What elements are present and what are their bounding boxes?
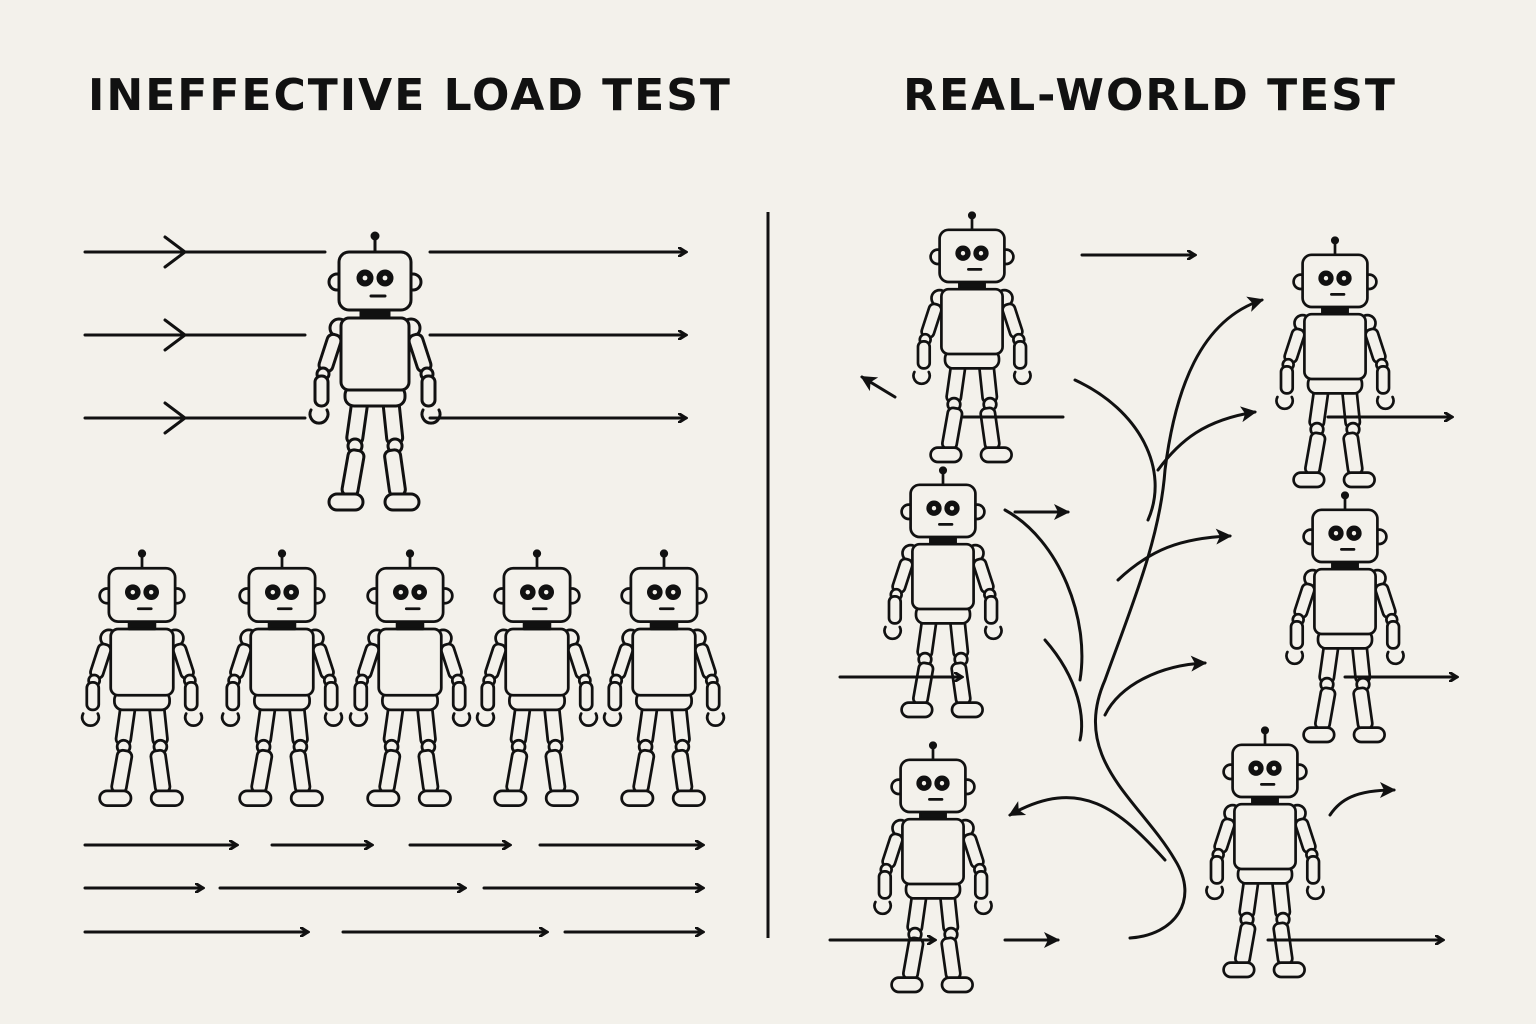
- branch-path: [1008, 796, 1167, 862]
- arrowhead-top-left-3: [163, 401, 188, 435]
- robot-icon: [308, 231, 442, 512]
- left-bottom-arrows: [83, 845, 703, 932]
- branch-path: [1003, 508, 1084, 682]
- arrowhead-top-left-2: [163, 318, 188, 352]
- robot-icon: [883, 466, 1003, 719]
- branch-path: [1116, 528, 1232, 582]
- robot-icon: [220, 549, 344, 807]
- main-branch-path: [1093, 296, 1264, 940]
- right-scattered-arrows: [828, 255, 1457, 948]
- robot-icon: [1275, 236, 1395, 489]
- ineffective-load-test-title: INEFFECTIVE LOAD TEST: [88, 70, 732, 121]
- robot-icon: [348, 549, 472, 807]
- left-uniform-arrows: [83, 235, 686, 435]
- branch-path: [1043, 638, 1084, 742]
- branch-path: [1073, 378, 1157, 522]
- branch-path: [1156, 406, 1257, 472]
- robot-icon: [602, 549, 726, 807]
- robot-icon: [1285, 491, 1405, 744]
- branching-paths: [1003, 296, 1396, 940]
- robot-icon: [475, 549, 599, 807]
- branch-path: [1103, 655, 1207, 717]
- robot-icon: [912, 211, 1032, 464]
- arrowhead-top-left-1: [163, 235, 188, 269]
- branch-path: [1328, 782, 1396, 817]
- robot-icon: [873, 741, 993, 994]
- robot-icon: [80, 549, 204, 807]
- real-world-test-title: REAL-WORLD TEST: [903, 70, 1397, 121]
